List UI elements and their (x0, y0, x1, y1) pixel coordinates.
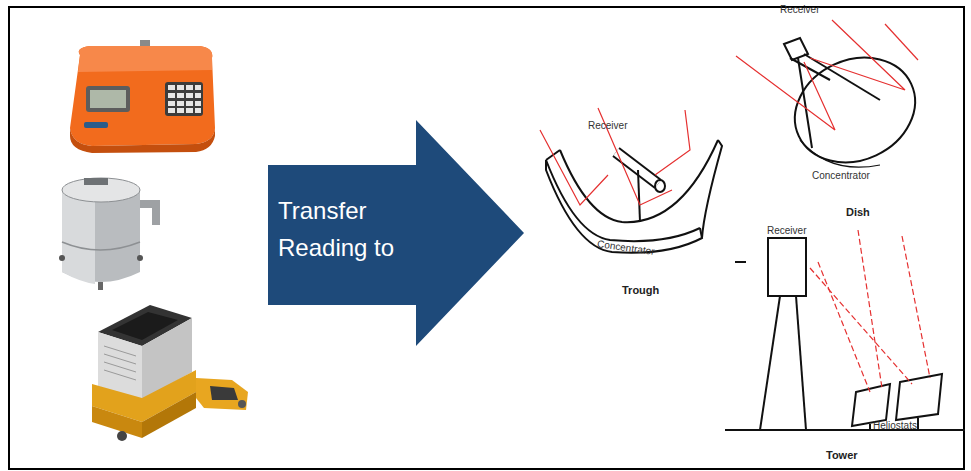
cylinder-instrument (59, 178, 160, 290)
part-label: Receiver (767, 225, 806, 236)
arrow-outline (268, 120, 524, 346)
dish-rays (736, 20, 918, 130)
trough-drawing (546, 140, 722, 253)
dish-drawing (778, 38, 933, 182)
trough-rays (540, 108, 690, 205)
arrow-fill (268, 120, 524, 346)
arrow-shape: Transfer Reading to (268, 120, 524, 346)
part-label: Concentrator (812, 170, 870, 181)
tower-drawing (725, 238, 965, 430)
part-label: Heliostats (873, 420, 917, 431)
tower-rays (810, 230, 930, 392)
frame (9, 7, 964, 469)
part-label: Receiver (780, 4, 819, 15)
orange-instrument (70, 40, 215, 153)
yellow-instrument (92, 305, 248, 441)
drawing-title: Trough (622, 284, 659, 296)
drawing-title: Dish (846, 206, 870, 218)
drawing-title: Tower (826, 449, 858, 461)
part-label: Receiver (588, 120, 627, 131)
arrow-text: Transfer Reading to (278, 192, 426, 266)
